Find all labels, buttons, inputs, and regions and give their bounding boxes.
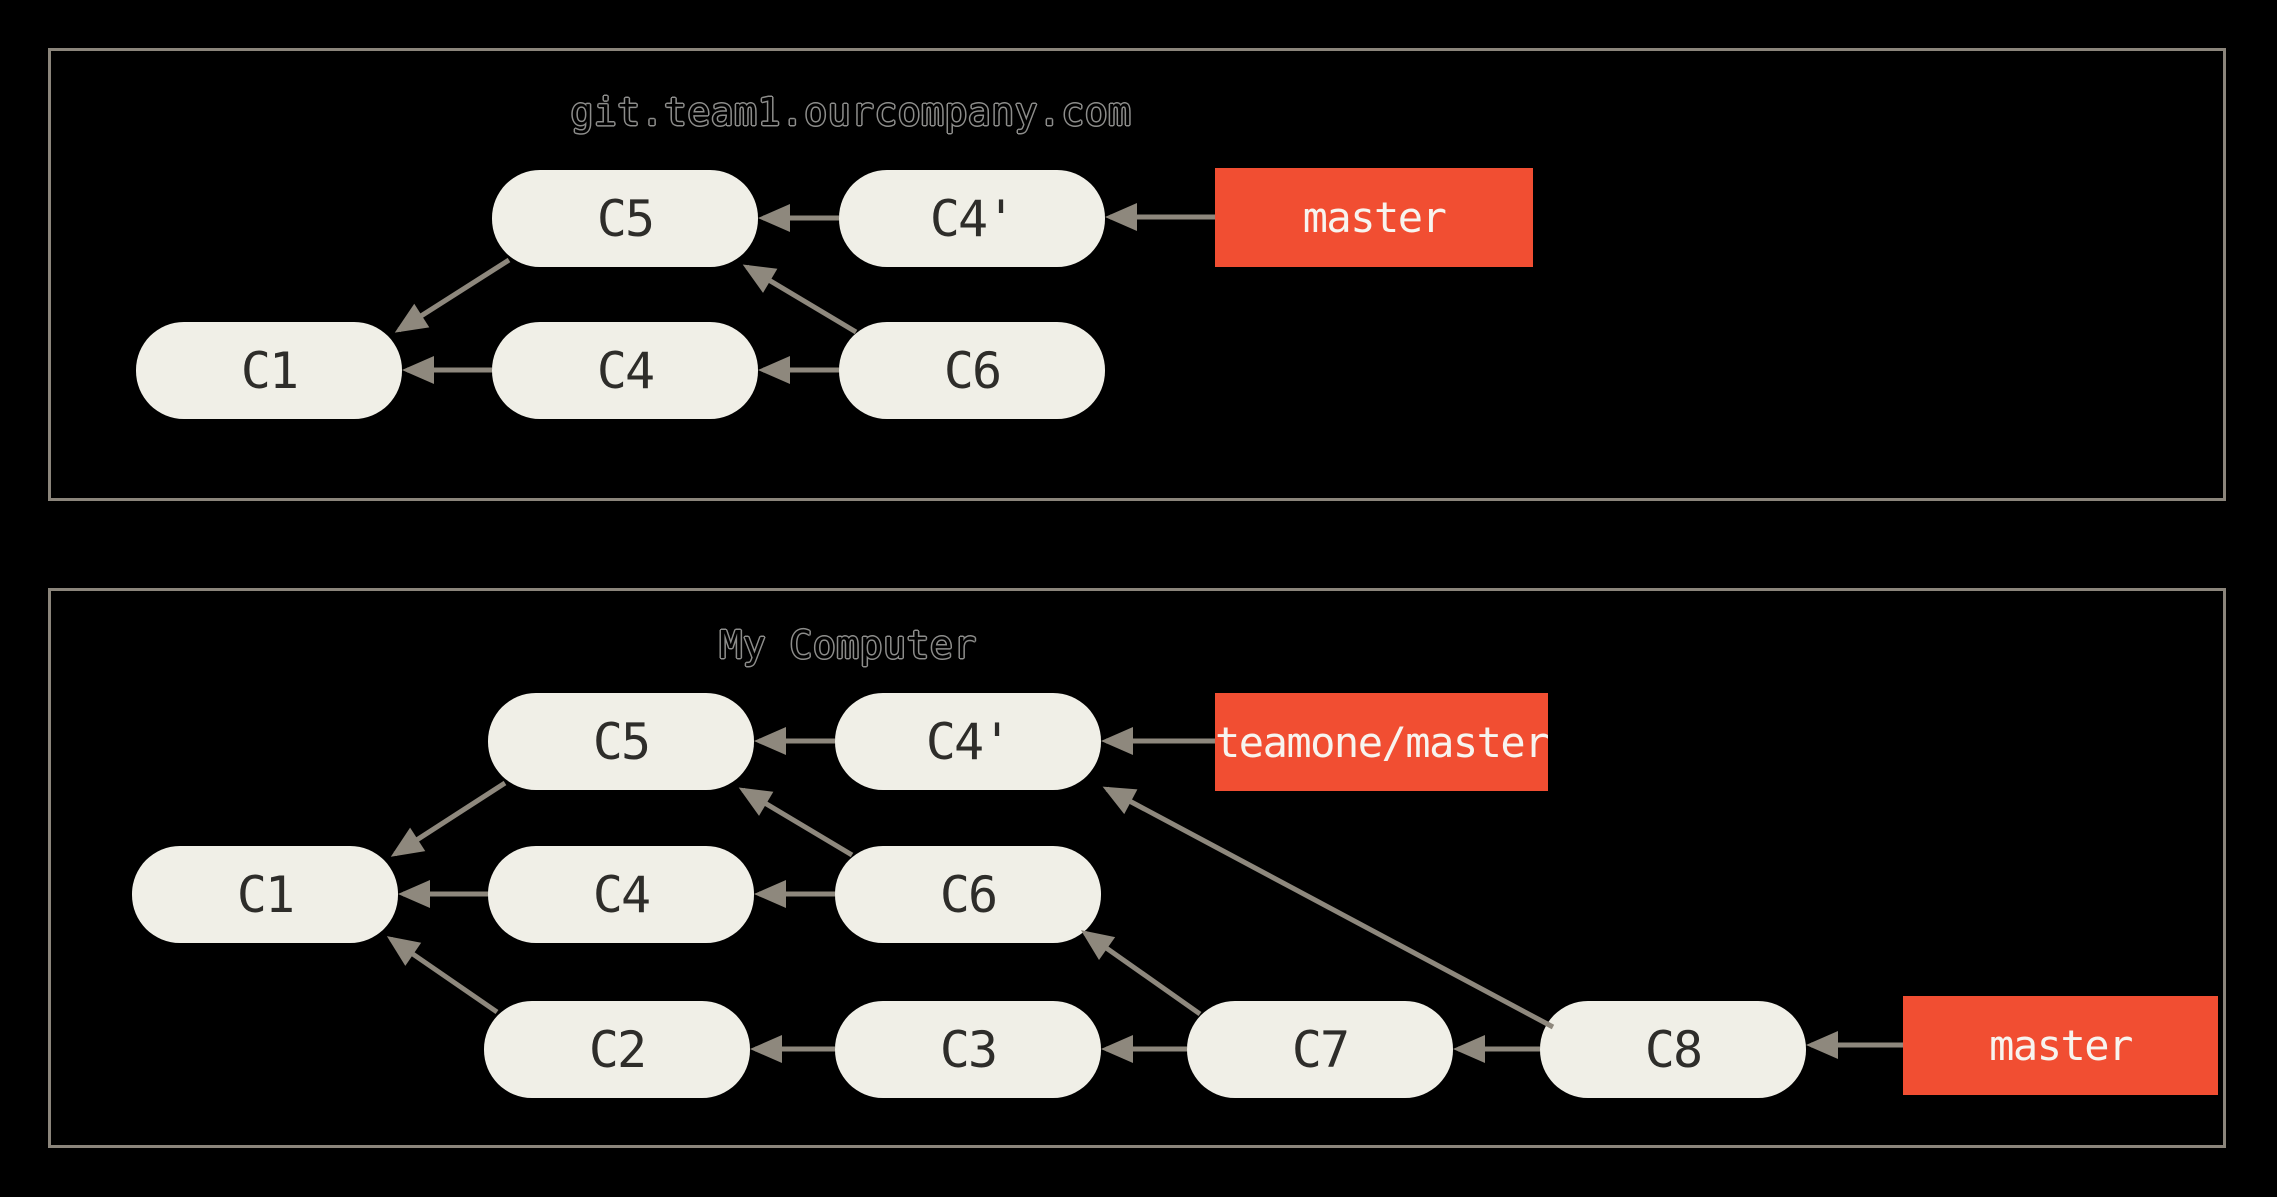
panel-title-local: My Computer: [719, 623, 977, 667]
panel-title-remote: git.team1.ourcompany.com: [570, 90, 1132, 134]
commit-node-c4p-local: C4': [835, 693, 1101, 790]
panel-my-computer: [48, 588, 2226, 1148]
commit-node-c6-local: C6: [835, 846, 1101, 943]
commit-node-c7-local: C7: [1187, 1001, 1453, 1098]
commit-node-c8-local: C8: [1540, 1001, 1806, 1098]
commit-node-c1-remote: C1: [136, 322, 402, 419]
branch-label-master-remote: master: [1215, 168, 1533, 267]
commit-node-c4p-remote: C4': [839, 170, 1105, 267]
branch-label-teamone-master: teamone/master: [1215, 693, 1550, 791]
commit-node-c3-local: C3: [835, 1001, 1101, 1098]
commit-node-c4-remote: C4: [492, 322, 758, 419]
commit-node-c1-local: C1: [132, 846, 398, 943]
branch-label-master-local: master: [1903, 996, 2218, 1095]
commit-node-c2-local: C2: [484, 1001, 750, 1098]
commit-node-c4-local: C4: [488, 846, 754, 943]
commit-node-c5-local: C5: [488, 693, 754, 790]
commit-node-c6-remote: C6: [839, 322, 1105, 419]
commit-node-c5-remote: C5: [492, 170, 758, 267]
panel-remote-server: [48, 48, 2226, 501]
